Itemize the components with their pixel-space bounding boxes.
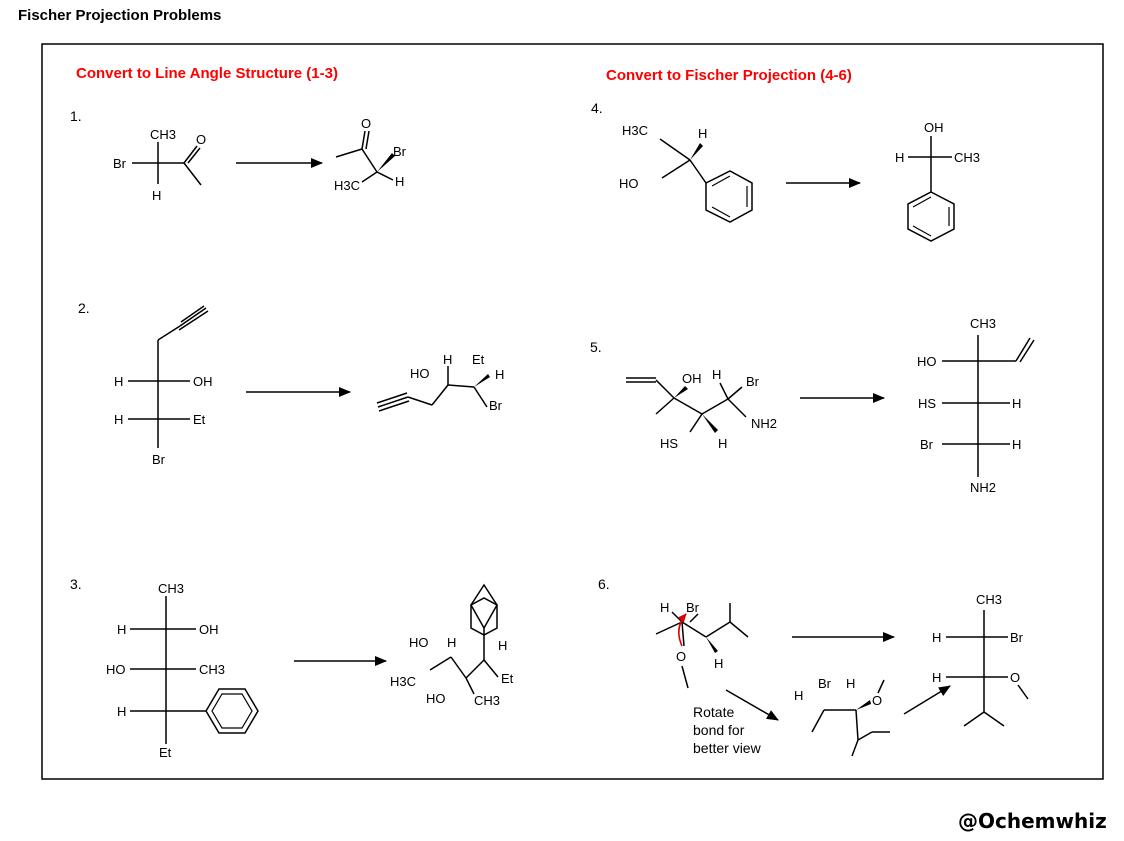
problem-number-4: 4. [591,100,603,116]
label-h3c: H3C [390,674,416,689]
label-h: H [1012,396,1021,411]
problem-4-structure: H3C H HO [619,123,753,223]
label-ch3: CH3 [954,150,980,165]
rotate-note-line-1: Rotate [693,704,734,720]
label-h: H [498,638,507,653]
rotation-arrow [677,613,687,647]
final-arrow [903,685,951,715]
label-oh: OH [193,374,213,389]
label-h: H [447,635,456,650]
label-ch3: CH3 [199,662,225,677]
problem-number-1: 1. [70,108,82,124]
label-ch3: CH3 [158,581,184,596]
label-h: H [1012,437,1021,452]
label-br: Br [152,452,166,467]
label-h3c: H3C [334,178,360,193]
problem-2-line-angle: HO H Et H Br [376,352,504,413]
label-ch3: CH3 [474,693,500,708]
label-nh2: NH2 [751,416,777,431]
label-h: H [495,367,504,382]
page-title: Fischer Projection Problems [18,7,221,24]
problem-4-fischer: OH H CH3 [895,120,980,242]
label-h: H [932,630,941,645]
label-h: H [114,374,123,389]
problem-6-rotated-structure: H Br H O [794,676,890,757]
problem-3-fischer: CH3 H OH HO CH3 H Et [106,581,259,760]
problem-5-fischer: CH3 HO HS H Br H NH2 [917,316,1035,495]
label-h: H [846,676,855,691]
label-ch3: CH3 [976,592,1002,607]
label-h: H [395,174,404,189]
label-ho: HO [409,635,429,650]
problem-2-fischer: H OH H Et Br [114,305,213,467]
label-h: H [443,352,452,367]
label-sh: HS [660,436,678,451]
label-h: H [698,126,707,141]
problem-1-line-angle: O Br H3C H [334,116,407,193]
problem-6-fischer: CH3 H Br H O [932,592,1029,727]
label-h: H [718,436,727,451]
label-h: H [714,656,723,671]
rotate-note-line-2: bond for [693,722,745,738]
label-h3c: H3C [622,123,648,138]
label-hs: HS [918,396,936,411]
label-br: Br [1010,630,1024,645]
label-nh2: NH2 [970,480,996,495]
label-oh: OH [682,371,702,386]
label-o: O [676,649,686,664]
section-heading-fischer: Convert to Fischer Projection (4-6) [606,67,852,84]
label-h: H [932,670,941,685]
label-br: Br [818,676,832,691]
section-heading-line-angle: Convert to Line Angle Structure (1-3) [76,65,338,82]
label-h: H [794,688,803,703]
label-h: H [152,188,161,203]
problem-1-fischer: CH3 Br H O [113,127,206,203]
label-h: H [114,412,123,427]
label-o: O [361,116,371,131]
problem-5-structure: OH H Br NH2 HS H [626,367,777,451]
label-h: H [660,600,669,615]
label-ho: HO [917,354,937,369]
label-o: O [872,693,882,708]
label-ho: HO [106,662,126,677]
problem-6-start-structure: H Br O H [655,600,749,689]
label-br: Br [393,144,407,159]
label-h: H [117,704,126,719]
label-et: Et [472,352,485,367]
label-br: Br [920,437,934,452]
label-ch3: CH3 [150,127,176,142]
label-ho: HO [410,366,430,381]
problem-number-2: 2. [78,300,90,316]
problem-frame [41,43,1104,780]
rotate-note-line-3: better view [693,740,762,756]
label-o: O [1010,670,1020,685]
label-ch3: CH3 [970,316,996,331]
label-h: H [895,150,904,165]
label-br: Br [489,398,503,413]
problem-3-line-angle: HO H H H3C Et HO CH3 [390,583,514,708]
label-br: Br [113,156,127,171]
label-oh: OH [924,120,944,135]
label-et: Et [501,671,514,686]
label-ho: HO [619,176,639,191]
credit-handle: @Ochemwhiz [958,809,1107,833]
label-o: O [196,132,206,147]
problem-number-5: 5. [590,339,602,355]
label-br: Br [686,600,700,615]
label-ho: HO [426,691,446,706]
label-h: H [117,622,126,637]
label-h: H [712,367,721,382]
label-et: Et [193,412,206,427]
problem-number-3: 3. [70,576,82,592]
rotate-arrow [725,689,779,721]
label-br: Br [746,374,760,389]
label-et: Et [159,745,172,760]
label-oh: OH [199,622,219,637]
problem-number-6: 6. [598,576,610,592]
